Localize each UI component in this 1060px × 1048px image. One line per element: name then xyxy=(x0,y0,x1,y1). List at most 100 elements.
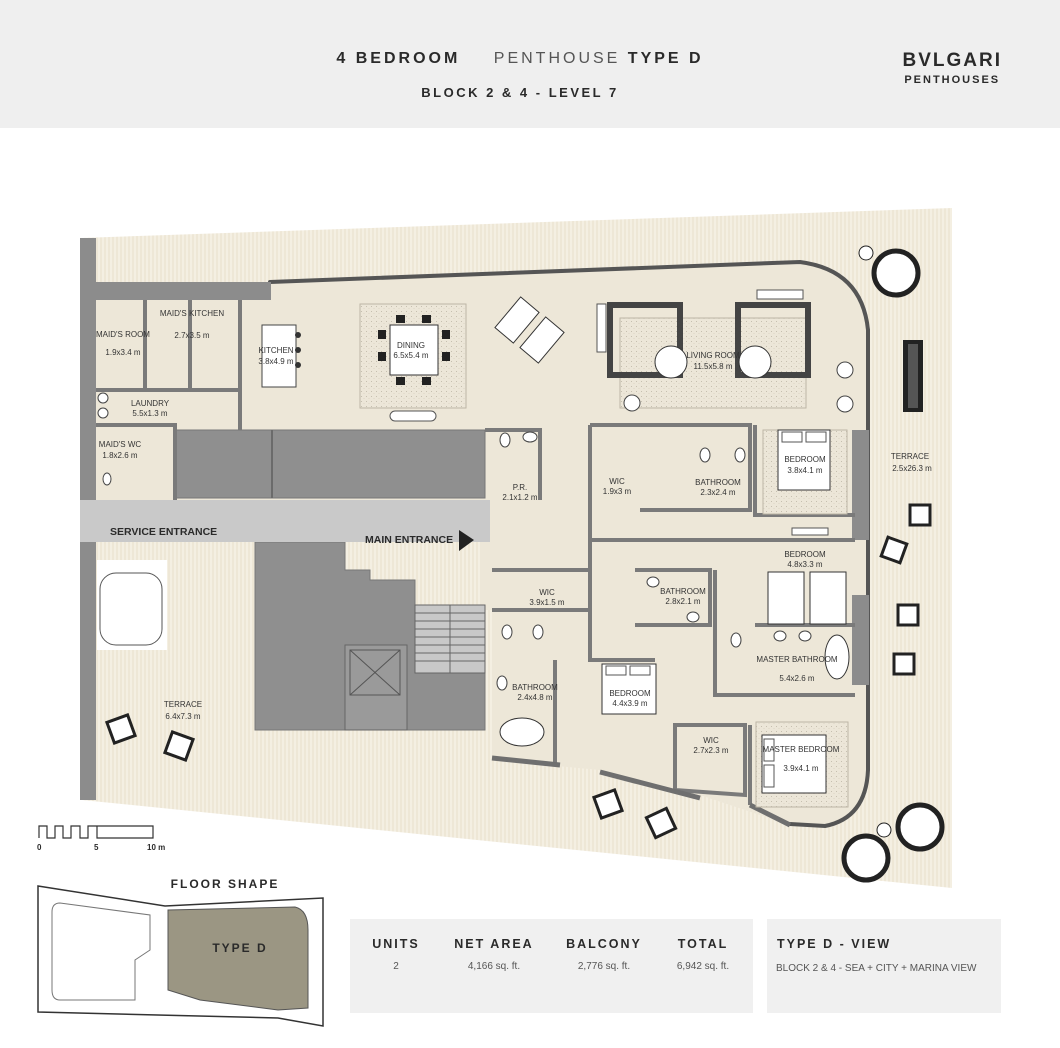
balcony-label: BALCONY xyxy=(566,937,642,951)
title-bedrooms: 4 BEDROOM xyxy=(336,50,461,67)
label-dining-size: 6.5x5.4 m xyxy=(393,351,428,360)
bed-2 xyxy=(767,527,847,625)
living-room-furniture xyxy=(596,289,854,413)
scale-bar xyxy=(38,825,154,839)
label-terrace-e-size: 2.5x26.3 m xyxy=(892,464,932,473)
type-d-label: TYPE D xyxy=(212,941,267,955)
entrance-arrow xyxy=(459,530,474,551)
bed-1 xyxy=(762,429,848,515)
label-bath2-name: BATHROOM xyxy=(660,587,706,596)
label-living-size: 11.5x5.8 m xyxy=(694,362,733,371)
south-walls xyxy=(491,755,792,828)
lounge-chairs xyxy=(494,296,565,364)
east-wall-b xyxy=(852,595,869,685)
label-living-name: LIVING ROOM xyxy=(686,351,740,360)
floor-shape-diagram: TYPE D xyxy=(37,885,324,1027)
floor-shape-title: FLOOR SHAPE xyxy=(170,877,280,891)
bathtub-2 xyxy=(824,634,850,680)
label-terrace-w-size: 6.4x7.3 m xyxy=(165,712,200,721)
east-wall-a xyxy=(852,430,869,540)
label-maids-room-size: 1.9x3.4 m xyxy=(105,348,140,357)
bathtub-1 xyxy=(499,717,545,747)
stairs xyxy=(414,604,486,674)
units-label: UNITS xyxy=(372,937,420,951)
label-bath3-name: BATHROOM xyxy=(512,683,558,692)
label-bath1-size: 2.3x2.4 m xyxy=(700,488,735,497)
north-wall-west xyxy=(96,282,271,300)
label-bath2-size: 2.8x2.1 m xyxy=(665,597,700,606)
partitions xyxy=(96,300,855,805)
label-bed3-size: 4.4x3.9 m xyxy=(612,699,647,708)
label-wic2-size: 3.9x1.5 m xyxy=(529,598,564,607)
label-kitchen-size: 3.8x4.9 m xyxy=(258,357,293,366)
outer-walls xyxy=(268,259,870,829)
label-bed1-name: BEDROOM xyxy=(784,455,826,464)
label-laundry-name: LAUNDRY xyxy=(131,399,170,408)
label-pr-name: P.R. xyxy=(513,483,528,492)
service-corridor xyxy=(80,500,490,542)
main-entrance-label: MAIN ENTRANCE xyxy=(365,534,453,546)
scale-10: 10 m xyxy=(147,843,165,852)
plan-subtitle: BLOCK 2 & 4 - LEVEL 7 xyxy=(421,85,619,100)
total-label: TOTAL xyxy=(677,937,729,951)
label-laundry-size: 5.5x1.3 m xyxy=(132,409,167,418)
label-maids-room-1: MAID'S ROOM xyxy=(96,330,150,339)
view-label: TYPE D - VIEW xyxy=(777,937,892,951)
label-wic2-name: WIC xyxy=(539,588,555,597)
master-bed xyxy=(755,721,849,808)
service-entrance-label: SERVICE ENTRANCE xyxy=(110,526,217,538)
units-value: 2 xyxy=(393,961,399,972)
label-maids-wc-name: MAID'S WC xyxy=(99,440,142,449)
label-maids-wc-size: 1.8x2.6 m xyxy=(102,451,137,460)
elevator xyxy=(344,644,408,731)
label-maids-kitchen-size: 2.7x3.5 m xyxy=(174,331,209,340)
stat-total: TOTAL 6,942 sq. ft. xyxy=(670,937,736,972)
header-bar: 4 BEDROOM PENTHOUSE TYPE D BLOCK 2 & 4 -… xyxy=(0,0,1060,128)
label-bath3-size: 2.4x4.8 m xyxy=(517,693,552,702)
view-value: BLOCK 2 & 4 - SEA + CITY + MARINA VIEW xyxy=(776,963,977,974)
label-pr-size: 2.1x1.2 m xyxy=(502,493,537,502)
label-maids-kitchen-name: MAID'S KITCHEN xyxy=(160,309,224,318)
brand-sub: PENTHOUSES xyxy=(904,74,1001,86)
net-area-value: 4,166 sq. ft. xyxy=(467,961,521,972)
stat-net-area: NET AREA 4,166 sq. ft. xyxy=(450,937,538,972)
label-bed1-size: 3.8x4.1 m xyxy=(787,466,822,475)
label-master-bath-name: MASTER BATHROOM xyxy=(756,655,838,664)
label-wic3-name: WIC xyxy=(703,736,719,745)
stat-units: UNITS 2 xyxy=(370,937,422,972)
label-dining-name: DINING xyxy=(397,341,425,350)
label-terrace-w-name: TERRACE xyxy=(164,700,202,709)
label-kitchen-name: KITCHEN xyxy=(258,346,293,355)
stat-balcony: BALCONY 2,776 sq. ft. xyxy=(562,937,646,972)
room-labels: MAID'S ROOM 1.9x3.4 m MAID'S KITCHEN 2.7… xyxy=(96,309,932,773)
label-bed3-name: BEDROOM xyxy=(609,689,651,698)
label-terrace-e-name: TERRACE xyxy=(891,452,929,461)
brand-logo: BVLGARI PENTHOUSES xyxy=(903,50,1003,86)
label-master-bed-size: 3.9x4.1 m xyxy=(783,764,818,773)
scale-5: 5 xyxy=(94,843,99,852)
label-wic1-size: 1.9x3 m xyxy=(603,487,632,496)
label-wic1-name: WIC xyxy=(609,477,625,486)
net-area-label: NET AREA xyxy=(454,937,534,951)
dining-table xyxy=(359,303,467,422)
core-north xyxy=(174,429,486,499)
title-type: TYPE D xyxy=(627,50,704,67)
stats-panel: UNITS 2 NET AREA 4,166 sq. ft. BALCONY 2… xyxy=(350,919,753,1013)
kitchen-island xyxy=(261,324,297,388)
label-bed2-size: 4.8x3.3 m xyxy=(787,560,822,569)
balcony-value: 2,776 sq. ft. xyxy=(577,961,631,972)
bed-3 xyxy=(601,663,657,715)
total-value: 6,942 sq. ft. xyxy=(676,961,730,972)
title-penthouse: PENTHOUSE xyxy=(493,50,621,67)
label-master-bed-name: MASTER BEDROOM xyxy=(763,745,840,754)
core-south xyxy=(254,541,486,731)
terrace-furniture xyxy=(97,245,945,883)
scale-0: 0 xyxy=(37,843,42,852)
fixtures xyxy=(97,392,812,691)
view-panel: TYPE D - VIEW BLOCK 2 & 4 - SEA + CITY +… xyxy=(767,919,1001,1013)
brand-name: BVLGARI xyxy=(902,50,1002,71)
plan-title: 4 BEDROOM PENTHOUSE TYPE D xyxy=(0,50,1040,68)
label-bath1-name: BATHROOM xyxy=(695,478,741,487)
label-wic3-size: 2.7x2.3 m xyxy=(693,746,728,755)
